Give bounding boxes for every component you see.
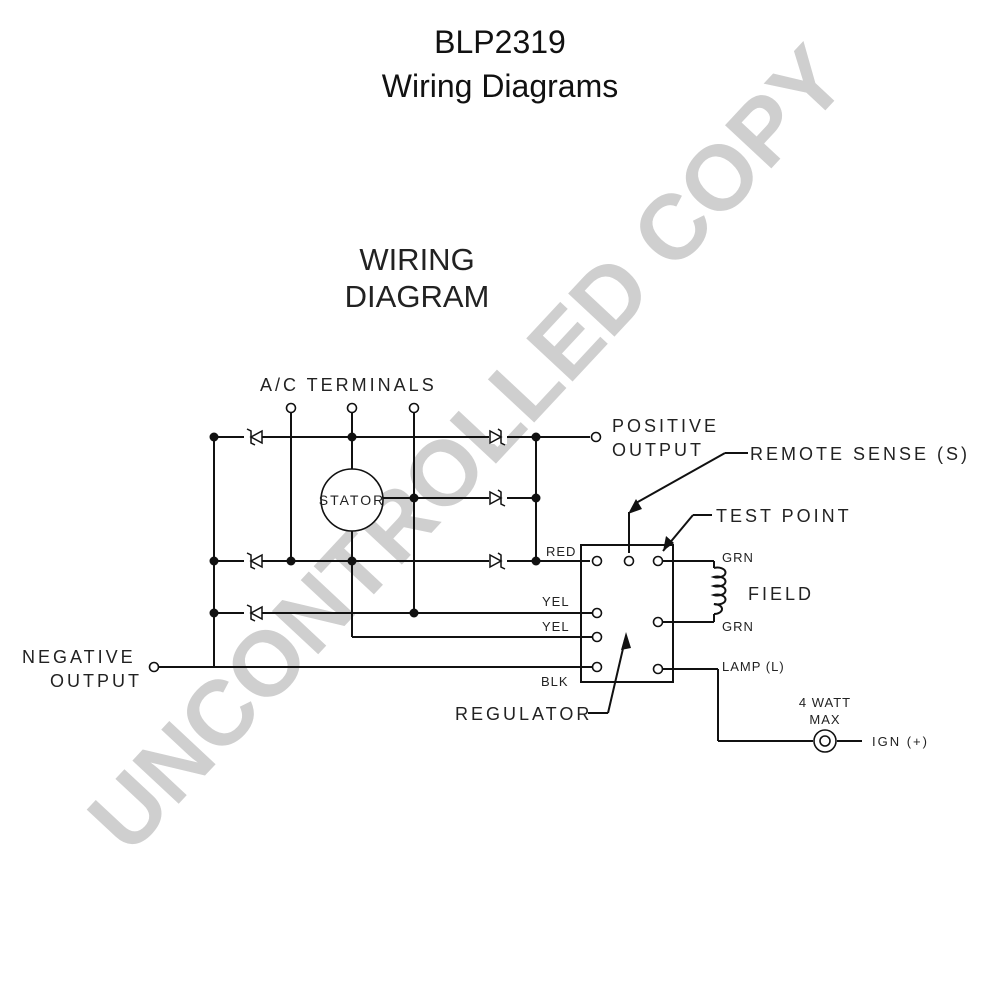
model-title: BLP2319 (434, 24, 566, 60)
ac-terminal-2 (346, 402, 358, 414)
ign-label: IGN (+) (872, 734, 929, 749)
junction-dots (209, 432, 541, 618)
terminals (148, 402, 664, 675)
watermark: UNCONTROLLED COPY (69, 27, 865, 870)
reg-terminal-red (591, 555, 603, 567)
stator-circle (320, 468, 384, 532)
reg-terminal-blk (591, 661, 603, 673)
red-wire-label: RED (546, 544, 576, 559)
lamp-rating-label-1: 4 WATT (799, 695, 851, 710)
reg-terminal-field (652, 616, 664, 628)
blk-wire-label: BLK (541, 674, 569, 689)
positive-output-terminal (590, 431, 602, 443)
diagram-heading-line1: WIRING (359, 242, 474, 277)
ac-terminal-1 (285, 402, 297, 414)
reg-terminal-test (652, 555, 664, 567)
negative-output-label-2: OUTPUT (50, 671, 142, 691)
ac-terminal-3 (408, 402, 420, 414)
grn-bottom-label: GRN (722, 619, 754, 634)
remote-sense-label: REMOTE SENSE (S) (750, 444, 970, 464)
field-coil (710, 566, 727, 615)
diode-neg-3 (244, 604, 263, 622)
test-point-label: TEST POINT (716, 506, 852, 526)
lamp-rating-label-2: MAX (809, 712, 840, 727)
stator-label: STATOR (319, 492, 385, 508)
reg-terminal-yel-2 (591, 631, 603, 643)
lamp-label: LAMP (L) (722, 659, 785, 674)
diode-pos-1 (489, 428, 507, 446)
reg-terminal-sense (623, 555, 635, 567)
positive-output-label-2: OUTPUT (612, 440, 704, 460)
reg-terminal-lamp (652, 663, 664, 675)
leader-arrows (621, 499, 674, 650)
positive-output-label-1: POSITIVE (612, 416, 719, 436)
negative-output-terminal (148, 661, 160, 673)
diode-neg-1 (244, 428, 263, 446)
rectifier-diodes (244, 428, 507, 622)
diode-pos-3 (489, 552, 507, 570)
negative-output-label-1: NEGATIVE (22, 647, 136, 667)
regulator-label: REGULATOR (455, 704, 592, 724)
field-label: FIELD (748, 584, 814, 604)
diode-neg-2 (244, 552, 263, 570)
ac-terminals-label: A/C TERMINALS (260, 375, 437, 395)
page-subtitle: Wiring Diagrams (381, 68, 619, 104)
reg-terminal-yel-1 (591, 607, 603, 619)
yel-1-label: YEL (542, 594, 570, 609)
grn-top-label: GRN (722, 550, 754, 565)
diagram-heading-line2: DIAGRAM (345, 279, 490, 314)
diode-pos-2 (489, 489, 507, 507)
yel-2-label: YEL (542, 619, 570, 634)
lamp-symbol (813, 729, 837, 753)
